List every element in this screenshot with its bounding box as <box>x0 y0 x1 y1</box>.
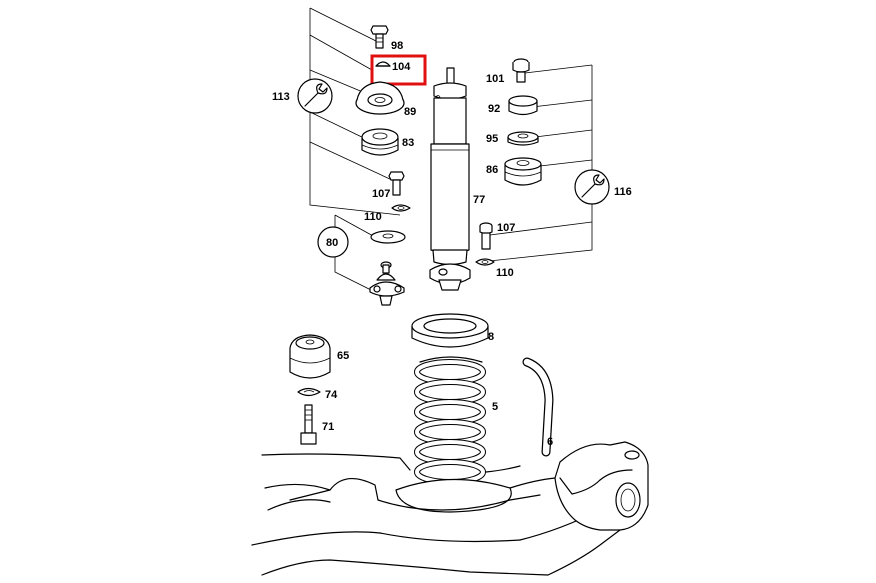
washer-95-drawing <box>507 131 539 146</box>
bolt-107-left-drawing <box>388 171 405 196</box>
wrench-callout-113 <box>297 78 333 114</box>
label-65: 65 <box>337 350 349 362</box>
label-6: 6 <box>547 436 553 448</box>
label-113: 113 <box>272 91 290 103</box>
label-116: 116 <box>614 186 632 198</box>
label-95: 95 <box>486 133 498 145</box>
label-98: 98 <box>391 40 403 52</box>
label-110-left: 110 <box>364 211 382 223</box>
washer-110-right-drawing <box>475 258 495 266</box>
washer-74-drawing <box>297 387 321 397</box>
bolt-107-right-drawing <box>479 222 493 250</box>
label-89: 89 <box>404 106 416 118</box>
wrench-callout-116 <box>574 169 610 205</box>
bolt-101-drawing <box>512 58 530 83</box>
circle-callout-80 <box>317 226 349 258</box>
ball-joint-drawing <box>369 261 405 306</box>
axle-subframe-drawing <box>251 441 649 576</box>
label-77: 77 <box>473 194 485 206</box>
bushing-92-drawing <box>508 95 538 116</box>
label-5: 5 <box>492 401 498 413</box>
label-92: 92 <box>488 103 500 115</box>
label-71: 71 <box>322 421 334 433</box>
label-74: 74 <box>325 389 338 401</box>
bushing-86-drawing <box>504 157 542 186</box>
bolt-98-drawing <box>370 25 389 49</box>
spring-pad-8-drawing <box>411 313 489 348</box>
bolt-71-drawing <box>300 404 317 445</box>
highlight-box-104 <box>370 54 427 86</box>
washer-110-left-drawing <box>391 204 411 212</box>
label-83: 83 <box>402 137 414 149</box>
label-101: 101 <box>486 73 504 85</box>
bushing-83-drawing <box>361 128 399 156</box>
label-80: 80 <box>326 237 338 249</box>
label-8: 8 <box>488 331 494 343</box>
label-104: 104 <box>392 61 411 73</box>
label-107-left: 107 <box>372 188 390 200</box>
mount-89-drawing <box>355 81 405 115</box>
label-107-right: 107 <box>497 222 515 234</box>
label-110-right: 110 <box>496 267 514 279</box>
plate-80-drawing <box>370 230 406 244</box>
label-86: 86 <box>486 164 498 176</box>
bump-stop-65-drawing <box>289 334 331 379</box>
hose-6-drawing <box>522 357 554 457</box>
washer-104-drawing <box>375 61 391 67</box>
right-leader-lines <box>479 64 593 263</box>
shock-absorber-drawing <box>429 67 471 291</box>
coil-spring-5-drawing <box>414 356 486 485</box>
